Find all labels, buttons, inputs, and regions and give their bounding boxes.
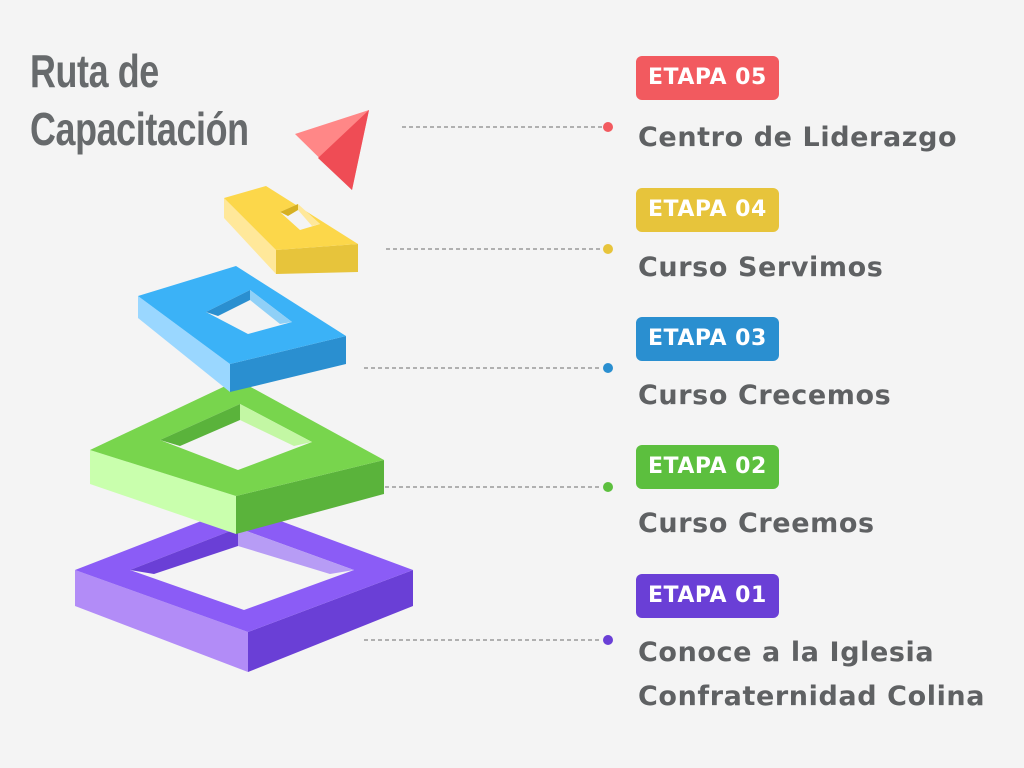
- level-4-frame: [224, 186, 358, 274]
- level-1-frame: [75, 506, 413, 672]
- stage-5-label: Centro de Liderazgo: [638, 122, 958, 153]
- stage-4-badge: ETAPA 04: [636, 188, 779, 232]
- connector-dot-1: [603, 635, 613, 645]
- stage-1-badge: ETAPA 01: [636, 574, 779, 618]
- level-5-pyramid: [295, 110, 369, 190]
- connector-dot-5: [603, 122, 613, 132]
- stage-2-label: Curso Creemos: [638, 508, 875, 539]
- title-line-1: Ruta de: [30, 45, 159, 97]
- stage-4-label: Curso Servimos: [638, 252, 884, 283]
- title-line-2: Capacitación: [30, 103, 249, 155]
- level-2-frame: [90, 380, 384, 534]
- connector-dot-4: [603, 244, 613, 254]
- connector-dot-2: [603, 482, 613, 492]
- stage-3-label: Curso Crecemos: [638, 380, 892, 411]
- stage-3-badge: ETAPA 03: [636, 317, 779, 361]
- stage-2-badge: ETAPA 02: [636, 445, 779, 489]
- connector-dot-3: [603, 363, 613, 373]
- stage-5-badge: ETAPA 05: [636, 56, 779, 100]
- stage-1-label: Conoce a la Iglesia Confraternidad Colin…: [638, 637, 986, 712]
- page-title: Ruta de Capacitación: [30, 42, 249, 158]
- level-3-frame: [138, 266, 346, 392]
